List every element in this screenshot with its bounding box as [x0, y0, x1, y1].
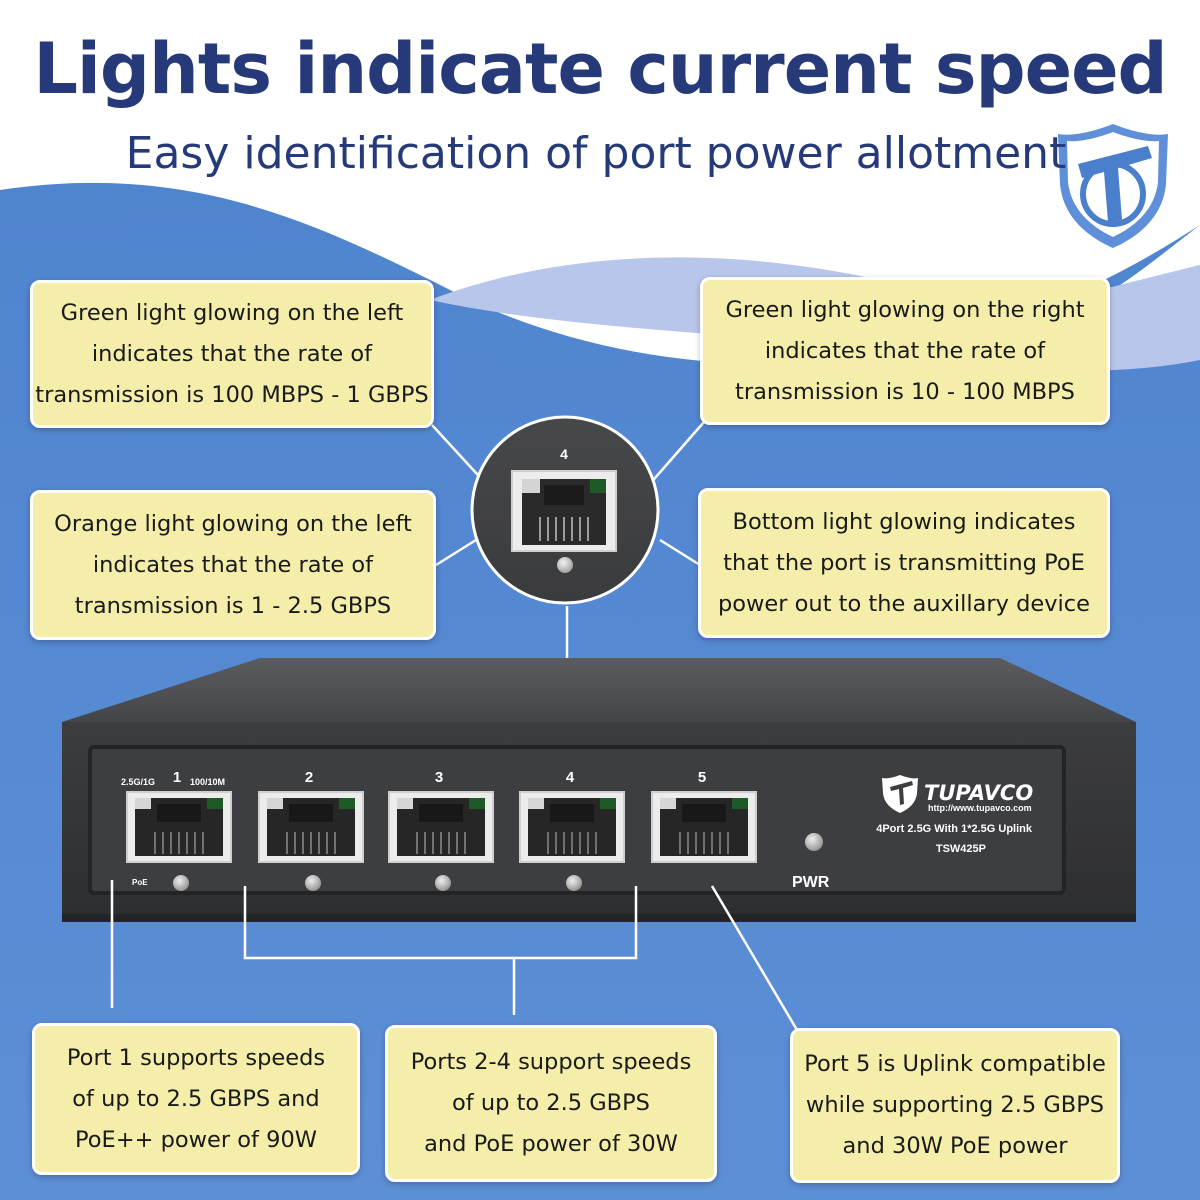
led-white-icon [522, 479, 540, 493]
rj45-port-4[interactable] [519, 791, 625, 863]
rj45-port-5[interactable] [651, 791, 757, 863]
speed-left-label: 2.5G/1G [121, 777, 155, 787]
callout-line: Green light glowing on the left [60, 299, 404, 326]
led-white-icon [397, 798, 413, 809]
tupavco-logo-icon [882, 775, 918, 813]
callout-ports-2-4: Ports 2-4 support speeds of up to 2.5 GB… [385, 1025, 717, 1182]
port-number-label: 3 [435, 769, 443, 786]
port-number-label: 4 [566, 769, 575, 786]
brand-url: http://www.tupavco.com [928, 803, 1032, 813]
callout-line: Green light glowing on the right [725, 296, 1085, 323]
callout-line: transmission is 1 - 2.5 GBPS [74, 592, 392, 619]
led-green-icon [590, 479, 606, 493]
callout-line: transmission is 100 MBPS - 1 GBPS [35, 381, 429, 408]
logo-shield-icon [1058, 124, 1168, 248]
callout-green-left: Green light glowing on the left indicate… [30, 280, 434, 428]
callout-line: that the port is transmitting PoE [723, 549, 1085, 576]
power-led-icon [805, 833, 823, 851]
callout-line: and PoE power of 30W [424, 1131, 678, 1157]
callout-line: while supporting 2.5 GBPS [805, 1092, 1105, 1118]
led-green-icon [732, 798, 748, 809]
callout-green-right: Green light glowing on the right indicat… [700, 277, 1110, 425]
callout-port1: Port 1 supports speeds of up to 2.5 GBPS… [32, 1023, 360, 1175]
speed-right-label: 100/10M [190, 777, 225, 787]
brand-name: TUPAVCO [924, 781, 1033, 805]
page-title: Lights indicate current speed [33, 28, 1167, 110]
callout-line: Bottom light glowing indicates [732, 508, 1076, 535]
rj45-port-1[interactable] [126, 791, 232, 863]
callout-line: Orange light glowing on the left [54, 510, 412, 537]
rj45-port-2[interactable] [258, 791, 364, 863]
rj45-port-3[interactable] [388, 791, 494, 863]
port-number-label: 2 [305, 769, 313, 786]
led-green-icon [600, 798, 616, 809]
poe-led-icon [173, 875, 189, 891]
callout-line: indicates that the rate of [91, 340, 373, 367]
callout-line: transmission is 10 - 100 MBPS [735, 378, 1075, 405]
led-green-icon [469, 798, 485, 809]
model-description: 4Port 2.5G With 1*2.5G Uplink [876, 823, 1033, 835]
callout-bottom-light: Bottom light glowing indicates that the … [698, 488, 1110, 638]
model-number: TSW425P [936, 843, 986, 855]
poe-led-icon [305, 875, 321, 891]
page-subtitle-text: Easy identification of port power allotm… [125, 128, 1067, 179]
callout-line: Port 1 supports speeds [66, 1044, 326, 1071]
rj45-port-icon [511, 470, 617, 552]
page-subtitle: Easy identification of port power allotm… [0, 128, 1200, 179]
poe-label: PoE [132, 878, 148, 887]
led-green-icon [207, 798, 223, 809]
callout-line: power out to the auxillary device [717, 590, 1091, 617]
led-white-icon [267, 798, 283, 809]
zoom-port-number: 4 [560, 446, 568, 462]
callout-line: of up to 2.5 GBPS and [72, 1085, 320, 1112]
callout-line: Port 5 is Uplink compatible [804, 1051, 1106, 1077]
poe-led-icon [566, 875, 582, 891]
led-green-icon [339, 798, 355, 809]
pwr-label: PWR [792, 874, 830, 891]
port-number-label: 5 [698, 769, 706, 786]
led-white-icon [528, 798, 544, 809]
poe-led-icon [557, 557, 573, 573]
callout-line: indicates that the rate of [764, 337, 1046, 364]
port-number-label: 1 [173, 769, 181, 786]
callout-line: of up to 2.5 GBPS [452, 1090, 650, 1116]
zoomed-port: 4 [511, 446, 617, 573]
led-white-icon [660, 798, 676, 809]
callout-line: PoE++ power of 90W [74, 1126, 318, 1153]
callout-line: Ports 2-4 support speeds [410, 1049, 692, 1075]
callout-port5: Port 5 is Uplink compatible while suppor… [790, 1028, 1120, 1183]
callout-line: and 30W PoE power [842, 1133, 1068, 1159]
callout-line: indicates that the rate of [92, 551, 374, 578]
callout-orange-left: Orange light glowing on the left indicat… [30, 490, 436, 640]
poe-led-icon [435, 875, 451, 891]
led-white-icon [135, 798, 151, 809]
port-row: 1 2 3 4 5 [126, 769, 757, 891]
